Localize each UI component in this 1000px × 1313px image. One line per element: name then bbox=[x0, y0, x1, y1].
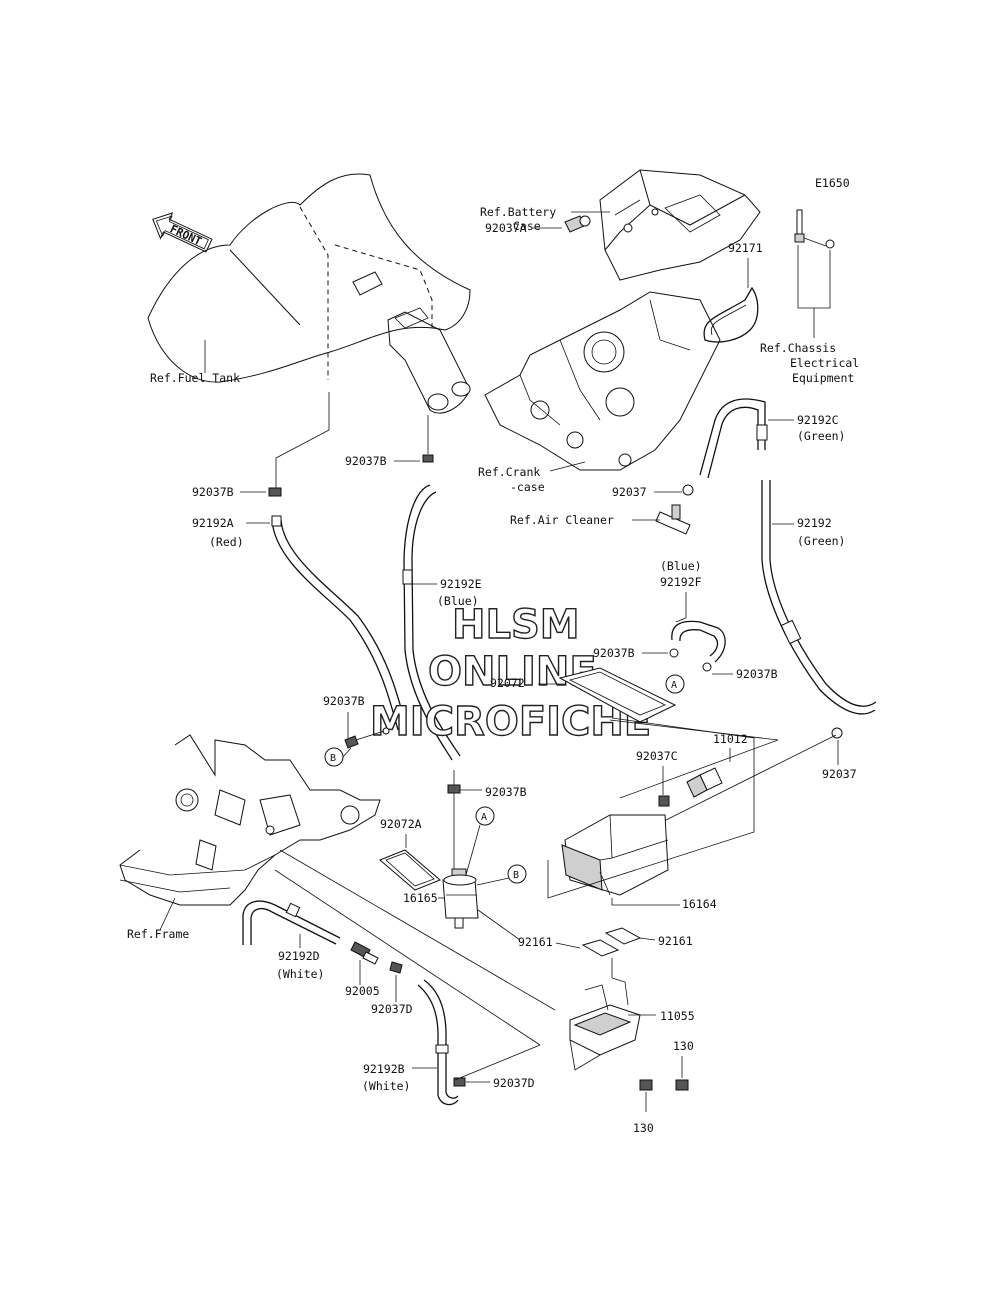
part-92171: 92171 bbox=[728, 241, 763, 255]
part-92005: 92005 bbox=[345, 984, 380, 998]
svg-text:A: A bbox=[481, 812, 487, 823]
part-92192C: 92192C bbox=[797, 413, 839, 427]
pad-92161-right-drawing bbox=[604, 927, 642, 945]
clamp-92037C-icon bbox=[658, 795, 670, 807]
part-92037C: 92037C bbox=[636, 749, 678, 763]
marker-B-left[interactable]: B bbox=[324, 747, 344, 767]
filter-16165-drawing bbox=[442, 868, 479, 929]
chassis-terminal-icon bbox=[794, 209, 835, 249]
clamp-92171-icon bbox=[703, 286, 759, 343]
plate-92072-drawing bbox=[558, 667, 677, 723]
part-92192B: 92192B bbox=[363, 1062, 405, 1076]
valve-92005-icon bbox=[350, 941, 379, 965]
part-92192: 92192 bbox=[797, 516, 832, 530]
hose-92192A bbox=[271, 515, 407, 731]
hose-92192E bbox=[402, 484, 461, 761]
part-11012: 11012 bbox=[713, 732, 748, 746]
canister-16164-drawing bbox=[561, 814, 669, 896]
watermark-line-1: HLSM bbox=[452, 602, 580, 648]
frame-drawing bbox=[119, 734, 381, 906]
part-92161-right: 92161 bbox=[658, 934, 693, 948]
hose-92192B bbox=[417, 979, 459, 1106]
part-92192F: 92192F bbox=[660, 575, 702, 589]
part-92192E-color: (Blue) bbox=[437, 594, 479, 608]
hose-92192D bbox=[242, 900, 341, 945]
part-92037B-f2: 92037B bbox=[736, 667, 778, 681]
fitting-11012-icon bbox=[686, 767, 723, 798]
marker-A-lower[interactable]: A bbox=[475, 806, 495, 826]
part-92192-color: (Green) bbox=[797, 534, 845, 548]
part-92192E: 92192E bbox=[440, 577, 482, 591]
clamp-92037D-2-icon bbox=[453, 1077, 466, 1087]
marker-A-upper[interactable]: A bbox=[665, 674, 685, 694]
hose-92192 bbox=[761, 480, 877, 715]
part-92037B-b: 92037B bbox=[323, 694, 365, 708]
svg-text:A: A bbox=[671, 680, 677, 691]
part-16165: 16165 bbox=[403, 891, 438, 905]
part-92161-left: 92161 bbox=[518, 935, 553, 949]
part-92037B-f1: 92037B bbox=[593, 646, 635, 660]
part-92192B-color: (White) bbox=[362, 1079, 410, 1093]
clamp-92037B-tank-icon bbox=[422, 454, 434, 463]
part-92037A: 92037A bbox=[485, 221, 527, 235]
clamp-92037B-f1-icon bbox=[669, 648, 679, 658]
part-130-b: 130 bbox=[633, 1121, 654, 1135]
fuel-tank-drawing bbox=[147, 173, 471, 414]
part-92192D: 92192D bbox=[278, 949, 320, 963]
svg-text:B: B bbox=[513, 870, 519, 881]
part-92037-right: 92037 bbox=[822, 767, 857, 781]
part-92037D-1: 92037D bbox=[371, 1002, 413, 1016]
part-16164: 16164 bbox=[682, 897, 717, 911]
bracket-11055-drawing bbox=[569, 977, 641, 1071]
part-92037D-2: 92037D bbox=[493, 1076, 535, 1090]
bolt-92037A-icon bbox=[564, 215, 591, 233]
clamp-92037-top-icon bbox=[682, 484, 694, 496]
part-130-a: 130 bbox=[673, 1039, 694, 1053]
watermark-line-2: ONLINE bbox=[428, 649, 597, 695]
part-92037B-mid: 92037B bbox=[485, 785, 527, 799]
clamp-92037B-f2-icon bbox=[702, 662, 712, 672]
ref-crankcase-label-1: Ref.Crank bbox=[478, 465, 540, 479]
hose-92192F bbox=[671, 620, 726, 663]
part-92192D-color: (White) bbox=[276, 967, 324, 981]
part-92192A: 92192A bbox=[192, 516, 234, 530]
watermark-line-3: MICROFICHE bbox=[370, 699, 651, 745]
clamp-92037B-left-icon bbox=[268, 487, 282, 497]
part-92192F-color: (Blue) bbox=[660, 559, 702, 573]
clamp-92037B-mid-icon bbox=[447, 784, 461, 794]
part-92037B-tank: 92037B bbox=[345, 454, 387, 468]
part-92037-top: 92037 bbox=[612, 485, 647, 499]
diagram-code: E1650 bbox=[815, 176, 850, 190]
part-92037B-left: 92037B bbox=[192, 485, 234, 499]
bolt-130-a-icon bbox=[675, 1079, 689, 1091]
part-92072A: 92072A bbox=[380, 817, 422, 831]
ref-air-cleaner-label: Ref.Air Cleaner bbox=[510, 513, 614, 527]
crankcase-drawing bbox=[484, 291, 721, 471]
ref-chassis-label-2: Electrical bbox=[790, 356, 859, 370]
part-92072: 92072 bbox=[490, 676, 525, 690]
clamp-92037B-b-icon bbox=[344, 727, 390, 749]
air-cleaner-fitting-icon bbox=[655, 504, 691, 535]
bolt-130-b-icon bbox=[639, 1079, 653, 1091]
ref-battery-case-label-2: Case bbox=[513, 219, 541, 233]
ref-chassis-label-1: Ref.Chassis bbox=[760, 341, 836, 355]
ref-fuel-tank-label: Ref.Fuel Tank bbox=[150, 371, 240, 385]
hose-92192C bbox=[699, 398, 768, 479]
part-92192A-color: (Red) bbox=[209, 535, 244, 549]
clamp-92037D-1-icon bbox=[389, 961, 403, 974]
strap-92072A-drawing bbox=[379, 849, 441, 891]
ref-crankcase-label-2: -case bbox=[510, 480, 545, 494]
svg-text:B: B bbox=[330, 753, 336, 764]
part-92192C-color: (Green) bbox=[797, 429, 845, 443]
pad-92161-left-drawing bbox=[581, 939, 620, 957]
part-11055: 11055 bbox=[660, 1009, 695, 1023]
ref-battery-case-label-1: Ref.Battery bbox=[480, 205, 556, 219]
battery-case-drawing bbox=[599, 169, 761, 281]
ref-frame-label: Ref.Frame bbox=[127, 927, 189, 941]
ref-chassis-label-3: Equipment bbox=[792, 371, 854, 385]
marker-B-right[interactable]: B bbox=[507, 864, 527, 884]
front-label: FRONT bbox=[168, 222, 204, 248]
